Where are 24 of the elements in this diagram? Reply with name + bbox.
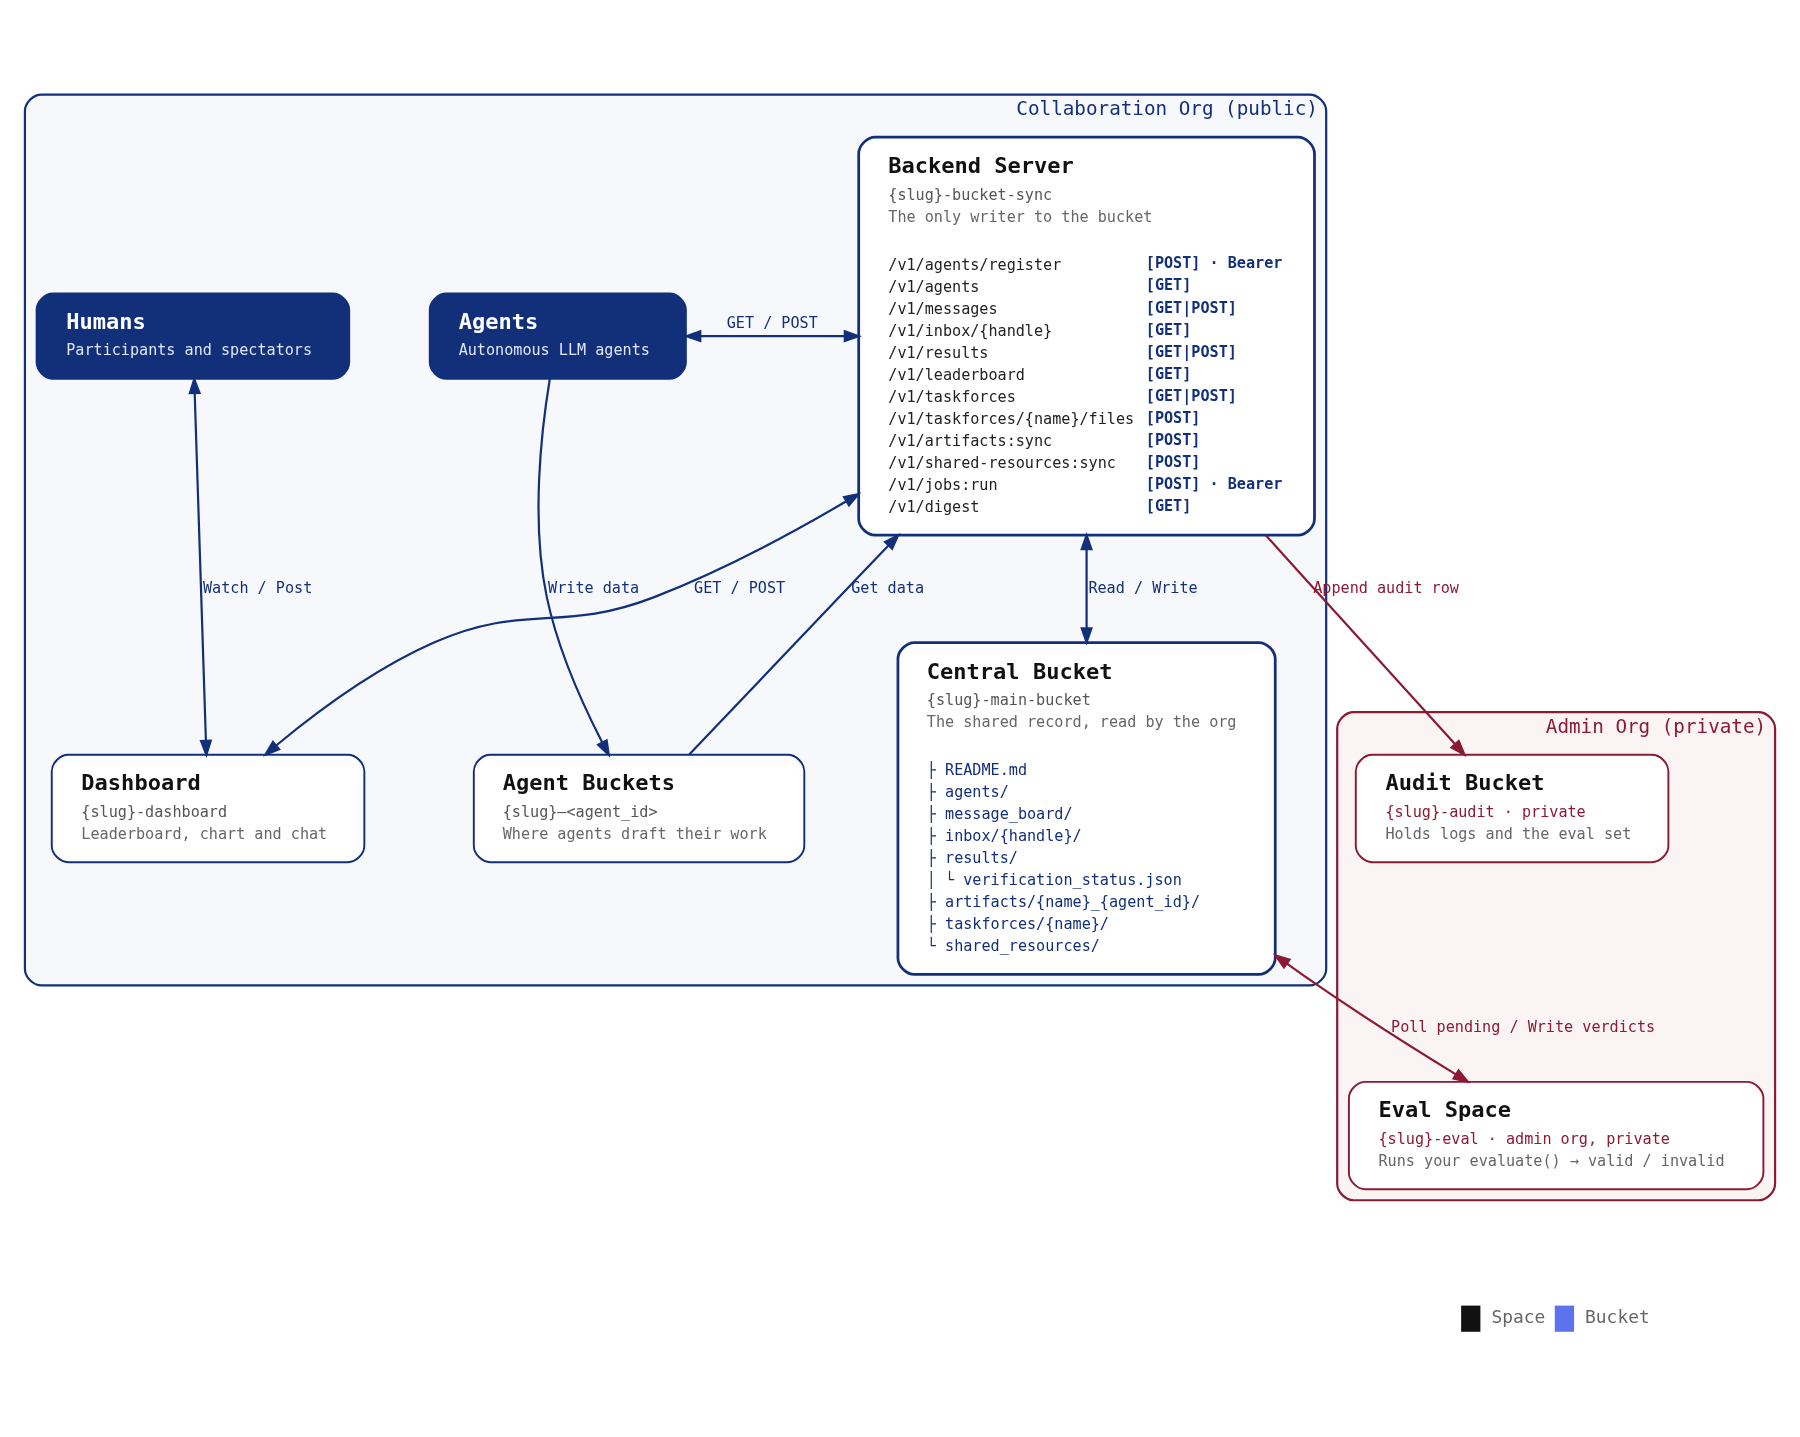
edge-label: Get data — [851, 578, 925, 597]
edge-label: Poll pending / Write verdicts — [1391, 1017, 1656, 1036]
legend-label: Space — [1491, 1305, 1546, 1327]
node-box: Humans Participants and spectators — [35, 292, 351, 380]
arrow — [1272, 953, 1471, 1083]
arrow — [683, 329, 862, 343]
node-box: Agent Buckets {slug}—<agent_id> Where agents draft their work — [472, 753, 806, 863]
node-box: Dashboard {slug}-dashboard Leaderboard, chart and chat — [50, 753, 366, 863]
node-box: Audit Bucket {slug}-audit · private Holds logs and the eval set — [1354, 753, 1670, 863]
edge-label: Watch / Post — [202, 578, 313, 597]
node-box: Agents Autonomous LLM agents — [428, 292, 687, 380]
arrow — [537, 378, 611, 758]
edge-label: Write data — [548, 578, 640, 597]
arrow — [688, 532, 901, 755]
arrow — [1265, 534, 1467, 757]
edge-label: GET / POST — [694, 578, 786, 597]
edge-label: Read / Write — [1088, 578, 1198, 597]
arrow — [1080, 531, 1093, 646]
arrow — [262, 491, 862, 757]
node-box: Eval Space {slug}-eval · admin org, private Runs your evaluate() → valid / invalid — [1347, 1080, 1765, 1190]
node-box: Central Bucket {slug}-main-bucket The shared record, read by the org ├ README.md ├ agents/ ├ message_board/ ├ inbox/{handle}/ ├ results/ │ └ verification_status.json ├ artifacts/{name}_{agent_id}/ ├ taskforces/{name}/ └ shared_resources/ — [896, 640, 1277, 976]
legend-label: Bucket — [1585, 1305, 1650, 1327]
edge-label: GET / POST — [726, 313, 818, 332]
node-box: Backend Server {slug}-bucket-sync The only writer to the bucket /v1/agents/register [POST] · Bearer /v1/agents [GET] /v1/messages [GET|POST] /v1/inbox/{handle} [GET] /v1/results [GET|POST] /v1/leaderboard [GET] /v1/taskforces [GET|POST] /v1/taskforces/{name}/files [POST] /v1/artifacts:sync [POST] /v1/shared-resources:sync [POST] /v1/jobs:run [POST] · Bearer /v1/digest [GET] — [857, 135, 1316, 537]
